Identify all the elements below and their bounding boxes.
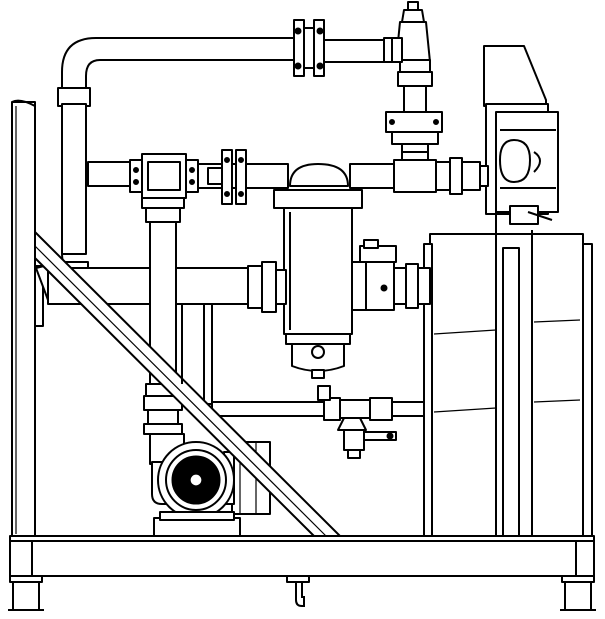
strainer-canister [273, 163, 363, 379]
discharge-valve [337, 417, 397, 459]
left-frame-post [11, 99, 44, 537]
strainer-outlet-valve [351, 239, 419, 311]
mid-pipe [211, 385, 425, 421]
inner-frame [181, 304, 213, 402]
base-frame [8, 535, 596, 611]
storage-tank [423, 230, 593, 537]
main-line-flange [207, 149, 247, 205]
drain-elbow [286, 575, 310, 607]
centrifugal-pump-motor [149, 433, 271, 537]
diagonal-brace [34, 231, 341, 537]
pressure-relief-valve [385, 1, 443, 161]
strainer-inlet-nozzle [247, 261, 287, 313]
inline-gate-valve [129, 153, 199, 199]
top-flange-pair [293, 19, 325, 77]
control-panel [483, 45, 559, 236]
